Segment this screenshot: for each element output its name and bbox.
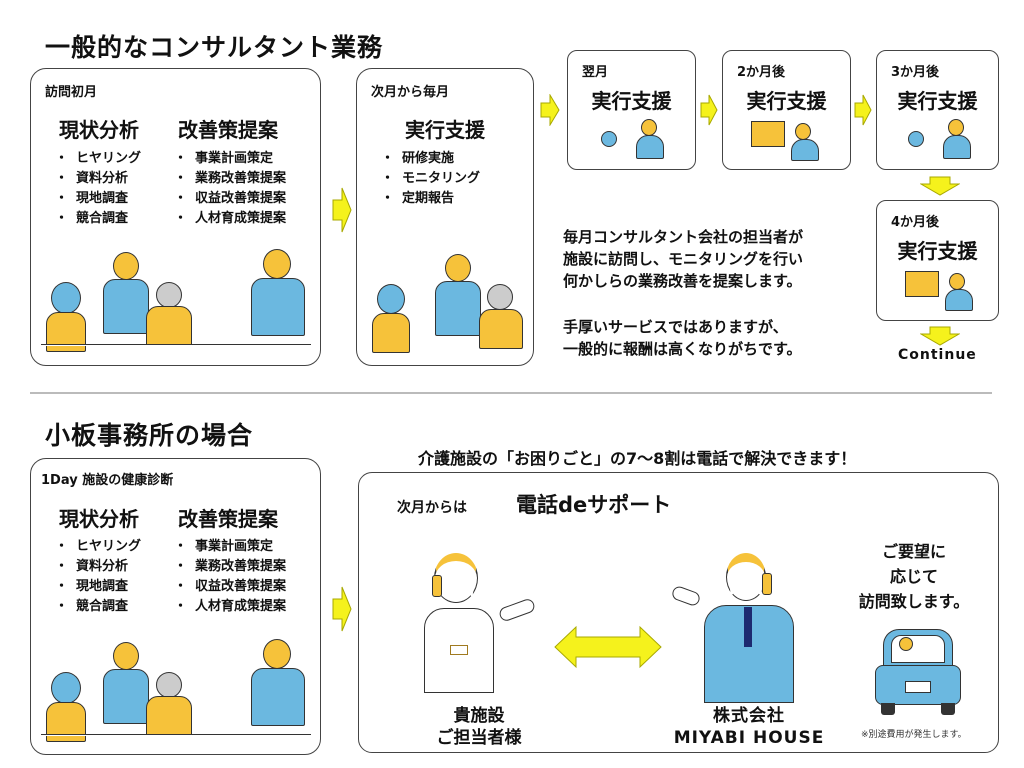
section-divider (30, 392, 992, 394)
heading-proposal: 改善策提案 (178, 118, 278, 142)
step-label: 2か月後 (737, 65, 786, 80)
list-item: モニタリング (381, 169, 480, 189)
list-item: 資料分析 (55, 169, 141, 189)
visit-text: ご要望に 応じて 訪問致します。 (839, 539, 989, 614)
description-text: 毎月コンサルタント会社の担当者が 施設に訪問し、モニタリングを行い 何かしらの業… (563, 226, 803, 292)
footnote: ※別途費用が発生します。 (861, 730, 967, 740)
analysis-list: ヒヤリング 資料分析 現地調査 競合調査 (55, 149, 141, 229)
step-label: 4か月後 (891, 215, 940, 230)
visit-text-line: ご要望に (881, 542, 946, 561)
note-line: 一般的に報酬は高くなりがちです。 (563, 340, 802, 358)
arrow-right-icon (332, 187, 352, 233)
note-line: 手厚いサービスではありますが、 (563, 318, 788, 336)
step-heading: 実行支援 (591, 89, 672, 113)
description-line: 何かしらの業務改善を提案します。 (563, 272, 802, 290)
continue-label: Continue (898, 347, 977, 363)
meeting-illustration (903, 119, 973, 164)
list-item: 人材育成策提案 (174, 597, 286, 617)
list-item: 競合調査 (55, 209, 141, 229)
list-item: 研修実施 (381, 149, 480, 169)
client-label: 貴施設 ご担当者様 (414, 705, 544, 749)
meeting-illustration (41, 244, 311, 359)
company-label-line: MIYABI HOUSE (673, 728, 825, 748)
arrow-right-icon (854, 94, 872, 126)
list-item: ヒヤリング (55, 149, 141, 169)
step-box-3: 3か月後 実行支援 (876, 50, 999, 170)
first-month-box: 訪問初月 現状分析 改善策提案 ヒヤリング 資料分析 現地調査 競合調査 事業計… (30, 68, 321, 366)
list-item: 事業計画策定 (174, 537, 286, 557)
list-item: ヒヤリング (55, 537, 141, 557)
step-label: 翌月 (582, 65, 609, 80)
phone-support-box: 次月からは 電話deサポート 貴施設 ご担当者様 株式会社 MIYABI HOU… (358, 472, 999, 753)
list-item: 業務改善策提案 (174, 557, 286, 577)
monthly-heading: 実行支援 (405, 118, 485, 142)
list-item: 現地調査 (55, 577, 141, 597)
first-month-label: 訪問初月 (45, 85, 98, 100)
meeting-illustration (41, 634, 311, 749)
arrow-right-icon (540, 94, 560, 126)
phone-icon (432, 575, 442, 597)
list-item: 収益改善策提案 (174, 577, 286, 597)
list-item: 競合調査 (55, 597, 141, 617)
phone-headline: 介護施設の「お困りごと」の7〜8割は電話で解決できます！ (418, 449, 857, 468)
step-box-4: 4か月後 実行支援 (876, 200, 999, 321)
heading-analysis: 現状分析 (59, 507, 139, 531)
heading-proposal: 改善策提案 (178, 507, 278, 531)
heading-analysis: 現状分析 (59, 118, 139, 142)
note-text: 手厚いサービスではありますが、 一般的に報酬は高くなりがちです。 (563, 316, 802, 360)
car-illustration (875, 629, 961, 717)
proposal-list: 事業計画策定 業務改善策提案 収益改善策提案 人材育成策提案 (174, 149, 286, 229)
support-prefix: 次月からは (397, 500, 467, 516)
consultant-illustration (664, 553, 794, 703)
meeting-illustration (367, 249, 527, 359)
step-heading: 実行支援 (897, 239, 978, 263)
step-box-1: 翌月 実行支援 (567, 50, 696, 170)
list-item: 人材育成策提案 (174, 209, 286, 229)
client-label-line: 貴施設 (453, 706, 505, 726)
facility-staff-illustration (414, 553, 544, 693)
arrow-right-icon (700, 94, 718, 126)
arrow-down-icon (920, 326, 960, 346)
section1-title: 一般的なコンサルタント業務 (45, 33, 384, 62)
monthly-label: 次月から毎月 (371, 85, 450, 100)
list-item: 事業計画策定 (174, 149, 286, 169)
description-line: 毎月コンサルタント会社の担当者が (563, 228, 804, 246)
phone-icon (762, 573, 772, 595)
list-item: 資料分析 (55, 557, 141, 577)
company-label: 株式会社 MIYABI HOUSE (649, 705, 849, 749)
proposal-list: 事業計画策定 業務改善策提案 収益改善策提案 人材育成策提案 (174, 537, 286, 617)
name-badge (450, 645, 468, 655)
support-title: 電話deサポート (516, 493, 672, 517)
analysis-list: ヒヤリング 資料分析 現地調査 競合調査 (55, 537, 141, 617)
video-call-illustration (751, 119, 821, 164)
visit-text-line: 応じて (889, 567, 938, 586)
step-label: 3か月後 (891, 65, 940, 80)
arrow-down-icon (920, 176, 960, 196)
double-arrow-icon (554, 625, 662, 669)
company-label-line: 株式会社 (713, 706, 785, 726)
diagnosis-label: 1Day 施設の健康診断 (41, 473, 174, 488)
step-heading: 実行支援 (746, 89, 827, 113)
video-call-illustration (905, 269, 975, 314)
client-label-line: ご担当者様 (436, 728, 522, 748)
step-box-2: 2か月後 実行支援 (722, 50, 851, 170)
monthly-box: 次月から毎月 実行支援 研修実施 モニタリング 定期報告 (356, 68, 534, 366)
list-item: 定期報告 (381, 189, 480, 209)
description-line: 施設に訪問し、モニタリングを行い (563, 250, 804, 268)
diagnosis-box: 1Day 施設の健康診断 現状分析 改善策提案 ヒヤリング 資料分析 現地調査 … (30, 458, 321, 755)
meeting-illustration (596, 119, 666, 164)
list-item: 業務改善策提案 (174, 169, 286, 189)
visit-text-line: 訪問致します。 (858, 592, 970, 611)
section2-title: 小板事務所の場合 (45, 421, 254, 450)
list-item: 現地調査 (55, 189, 141, 209)
monthly-list: 研修実施 モニタリング 定期報告 (381, 149, 480, 209)
step-heading: 実行支援 (897, 89, 978, 113)
list-item: 収益改善策提案 (174, 189, 286, 209)
arrow-right-icon (332, 586, 352, 632)
